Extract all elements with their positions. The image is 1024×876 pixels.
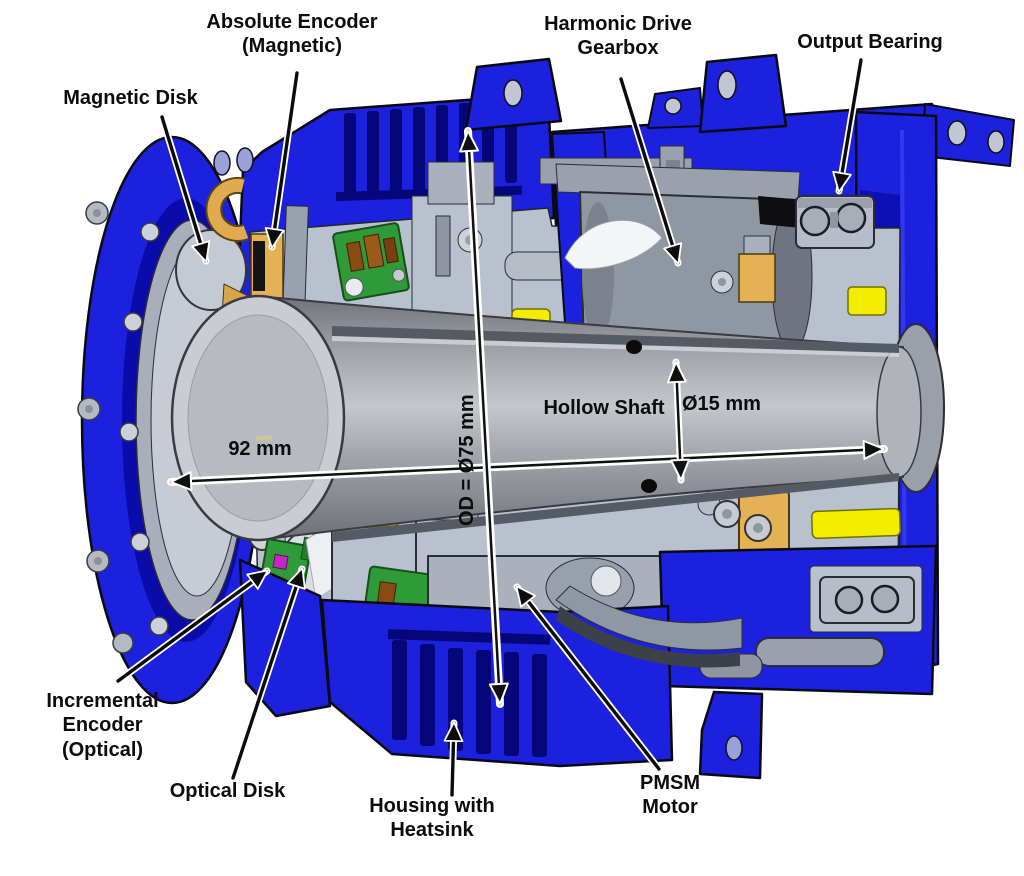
encoder-pcb: [332, 222, 410, 302]
arrow-incremental-encoder: [114, 567, 271, 685]
arrow-absolute-encoder: [264, 69, 301, 251]
housing-lower-right: [658, 544, 938, 696]
dimension-outer-diameter: [459, 127, 509, 708]
arrow-pmsm-motor: [513, 583, 663, 773]
arrow-magnetic-disk: [158, 113, 211, 265]
mounting-lug: [698, 53, 788, 134]
dimension-bore-diameter: [666, 358, 691, 484]
output-bearing-part-lower: [819, 576, 915, 624]
mounting-lug: [698, 690, 764, 780]
arrow-output-bearing: [832, 56, 865, 195]
dimension-lines: [167, 127, 888, 708]
callout-arrows: [114, 56, 865, 799]
arrow-housing-heatsink: [443, 719, 464, 799]
arrow-optical-disk: [229, 565, 306, 782]
actuator-body: [77, 53, 1015, 780]
dimension-overall-length: [167, 439, 888, 492]
output-bearing-part: [795, 195, 875, 249]
harmonic-drive-part: [555, 163, 813, 353]
arrow-harmonic-drive: [617, 75, 683, 267]
